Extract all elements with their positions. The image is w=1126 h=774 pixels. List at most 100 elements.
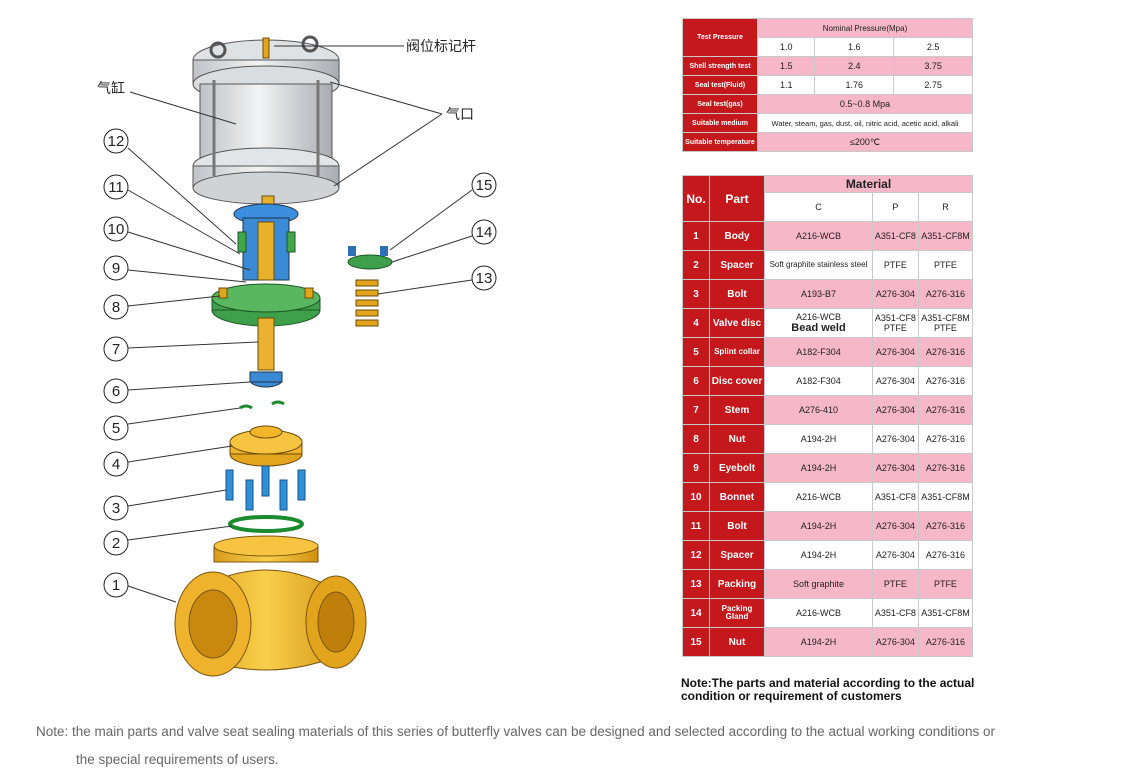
- callout-cylinder: 气缸: [97, 80, 125, 96]
- grade-r: R: [917, 192, 974, 222]
- callout-marker-rod: 阀位标记杆: [406, 38, 476, 54]
- table-cell: Body: [709, 221, 765, 251]
- table-cell: A216-WCB: [764, 221, 873, 251]
- table-cell: 10: [682, 482, 710, 512]
- medium-label: Suitable medium: [682, 113, 758, 133]
- marker-3: 3: [103, 489, 227, 521]
- table-cell: Splint collar: [709, 337, 765, 367]
- pressure-value: 1.6: [814, 37, 895, 57]
- marker-6-label: 6: [112, 383, 120, 400]
- table-cell: Disc cover: [709, 366, 765, 396]
- table-cell: A276-304: [871, 279, 919, 309]
- footer-note: Note: the main parts and valve seat seal…: [36, 718, 1096, 774]
- table-cell: A276-304: [871, 337, 919, 367]
- table-cell: Bolt: [709, 511, 765, 541]
- table-cell: 3: [682, 279, 710, 309]
- table-cell: A216-WCB: [764, 598, 873, 628]
- table-cell: A276-304: [871, 627, 919, 657]
- marker-5-label: 5: [112, 420, 120, 437]
- callout-air-port: 气口: [446, 106, 474, 122]
- table-cell: Spacer: [709, 540, 765, 570]
- marker-9: 9: [103, 255, 247, 283]
- table-cell: 6: [682, 366, 710, 396]
- packing-parts: [347, 246, 393, 327]
- table-cell: 1.76: [814, 75, 895, 95]
- footer-note-line2: the special requirements of users.: [76, 752, 279, 767]
- table-cell: A194-2H: [764, 453, 873, 483]
- table-cell: A276-304: [871, 366, 919, 396]
- table-cell: 2.75: [893, 75, 973, 95]
- part-header: Part: [709, 175, 765, 222]
- table-cell: A276-304: [871, 424, 919, 454]
- marker-14: 14: [391, 219, 497, 263]
- table-cell: 9: [682, 453, 710, 483]
- nominal-pressure-header: Nominal Pressure(Mpa): [757, 18, 973, 38]
- table-cell: A276-304: [871, 395, 919, 425]
- table-cell: A276-316: [917, 627, 974, 657]
- temperature-label: Suitable temperature: [682, 132, 758, 152]
- marker-12-label: 12: [108, 133, 125, 150]
- cell-line: A351-CF8: [874, 313, 916, 323]
- table-cell: A193-B7: [764, 279, 873, 309]
- cell-line: PTFE: [883, 323, 907, 333]
- marker-1-label: 1: [112, 577, 120, 594]
- table-cell: 1: [682, 221, 710, 251]
- table-cell: A194-2H: [764, 627, 873, 657]
- pressure-test-table: Test Pressure Nominal Pressure(Mpa) 1.0 …: [682, 18, 973, 152]
- table-cell: 11: [682, 511, 710, 541]
- marker-2-label: 2: [112, 535, 120, 552]
- marker-12: 12: [103, 128, 237, 245]
- test-pressure-header: Test Pressure: [682, 18, 758, 57]
- table-cell: A276-316: [917, 424, 974, 454]
- pressure-value: 1.0: [756, 37, 816, 57]
- table-cell: 1.5: [756, 56, 816, 76]
- seal-fluid-label: Seal test(Fluid): [682, 75, 758, 95]
- table-cell: 8: [682, 424, 710, 454]
- temperature-value: ≤200℃: [757, 132, 973, 152]
- cell-line: A216-WCB: [795, 312, 841, 322]
- marker-1: 1: [103, 572, 177, 603]
- table-cell: A276-316: [917, 366, 974, 396]
- table-cell: Packing: [709, 569, 765, 599]
- table-cell: A276-304: [871, 453, 919, 483]
- table-cell: A194-2H: [764, 540, 873, 570]
- table-cell: PTFE: [917, 250, 974, 280]
- table-cell: 2.4: [814, 56, 895, 76]
- seal-gas-value: 0.5~0.8 Mpa: [757, 94, 973, 114]
- table-cell: A276-316: [917, 395, 974, 425]
- table-cell: A216-WCB: [764, 482, 873, 512]
- grade-p: P: [871, 192, 919, 222]
- table-cell: A194-2H: [764, 424, 873, 454]
- stud-bolts: [225, 465, 306, 511]
- table-cell: PTFE: [917, 569, 974, 599]
- marker-10: 10: [103, 216, 251, 271]
- marker-15: 15: [389, 172, 497, 251]
- marker-14-label: 14: [476, 224, 493, 241]
- table-cell: 1.1: [756, 75, 816, 95]
- table-cell: 2: [682, 250, 710, 280]
- part-number-markers: 12 11 10 9 8 7 6 5 4 3 2 1 15 14 13: [103, 128, 497, 603]
- marker-11-label: 11: [108, 179, 124, 196]
- table-cell: A276-316: [917, 511, 974, 541]
- table-cell: 14: [682, 598, 710, 628]
- marker-15-label: 15: [476, 177, 493, 194]
- table-cell: 13: [682, 569, 710, 599]
- pressure-value: 2.5: [893, 37, 973, 57]
- marker-9-label: 9: [112, 260, 120, 277]
- marker-3-label: 3: [112, 500, 120, 517]
- cell-line: PTFE: [933, 323, 957, 333]
- cell-line: Bead weld: [791, 322, 846, 334]
- table-note: Note:The parts and material according to…: [681, 676, 975, 703]
- marker-4-label: 4: [112, 456, 120, 473]
- table-cell: A182-F304: [764, 337, 873, 367]
